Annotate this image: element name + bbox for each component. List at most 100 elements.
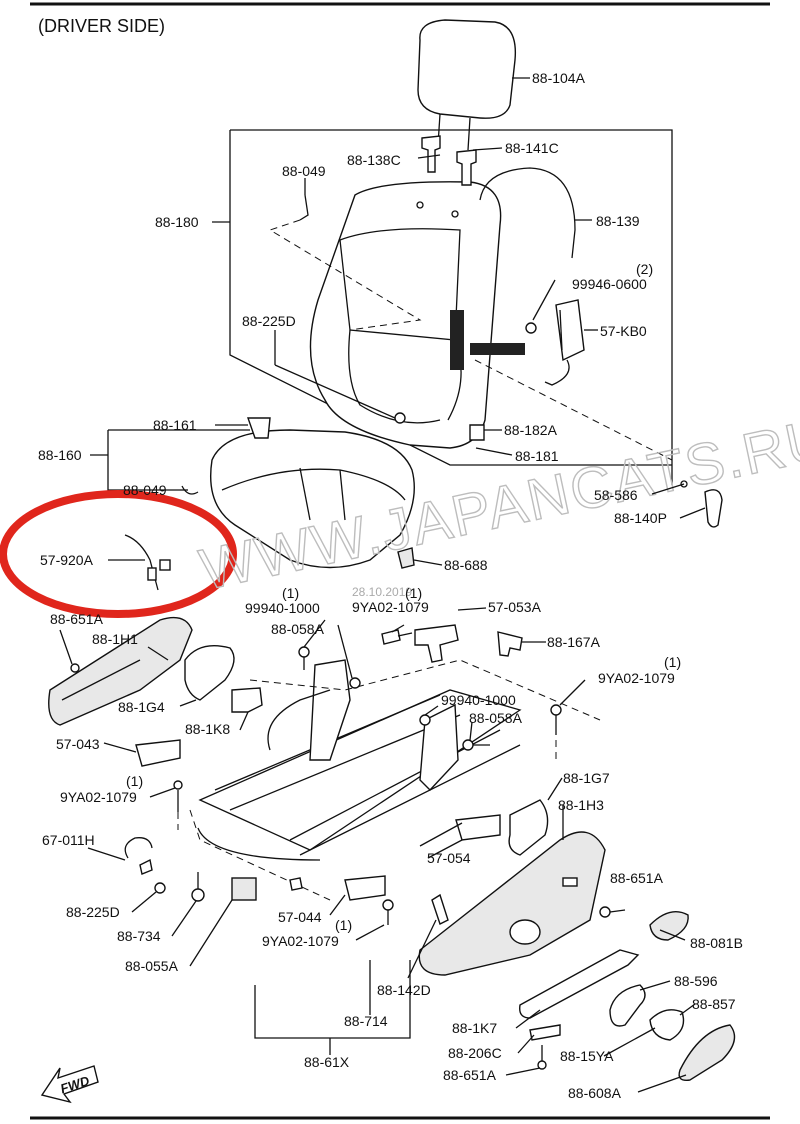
- cover-57-054: [455, 814, 501, 841]
- label-88-058A-a: 88-058A: [271, 621, 325, 637]
- label-88-055A: 88-055A: [125, 958, 179, 974]
- knob-88-15YA: [649, 1009, 685, 1041]
- label-88-608A: 88-608A: [568, 1085, 622, 1101]
- label-88-167A: 88-167A: [547, 634, 601, 650]
- diagram-title: (DRIVER SIDE): [38, 16, 165, 36]
- knob-88-596: [609, 984, 646, 1027]
- fwd-arrow-icon: FWD: [40, 1065, 99, 1104]
- bolt-88-734: [191, 888, 205, 902]
- screw-88-225D-b: [154, 882, 166, 894]
- label-88-161: 88-161: [153, 417, 197, 433]
- seatback-group-line: [230, 129, 673, 485]
- leader-lines: [59, 147, 706, 1093]
- label-88-160: 88-160: [38, 447, 82, 463]
- seat-cushion: [210, 429, 415, 569]
- bolt-9YA02-d: [382, 899, 394, 911]
- label-88-139: 88-139: [596, 213, 640, 229]
- bolt-9YA02-a: [381, 629, 401, 645]
- label-9YA02-qty-b: (1): [664, 654, 681, 670]
- bracket-88-167A: [497, 631, 523, 657]
- bracket-88-161: [247, 417, 271, 439]
- label-9YA02-1079-a: 9YA02-1079: [352, 599, 429, 615]
- label-88-206C: 88-206C: [448, 1045, 502, 1061]
- label-88-857: 88-857: [692, 996, 736, 1012]
- bolt-88-058A-b: [462, 739, 474, 751]
- cover-88-1G4: [184, 645, 235, 701]
- airbag-harness: [470, 343, 525, 355]
- label-99940-1000-a: 99940-1000: [245, 600, 320, 616]
- side-trim-88-1H3: [418, 831, 606, 976]
- cover-57-043: [135, 739, 181, 767]
- bracket-88-182A: [469, 424, 485, 441]
- label-99940-qty-a: (1): [282, 585, 299, 601]
- label-88-049-b: 88-049: [123, 482, 167, 498]
- clip-88-049-cushion: [181, 485, 199, 495]
- label-88-049-a: 88-049: [282, 163, 326, 179]
- label-88-651A-top: 88-651A: [50, 611, 104, 627]
- label-9YA02-1079-d: 9YA02-1079: [262, 933, 339, 949]
- bolt-9YA02-b: [550, 704, 562, 716]
- label-9YA02-qty-d: (1): [335, 917, 352, 933]
- label-88-1G7: 88-1G7: [563, 770, 610, 786]
- lever-88-1K7: [519, 949, 640, 1019]
- clip-67-011H: [124, 837, 153, 859]
- label-57-054: 57-054: [427, 850, 471, 866]
- side-airbag-module: [525, 299, 585, 386]
- label-88-688: 88-688: [444, 557, 488, 573]
- headrest-guides: [421, 135, 477, 186]
- clip-88-049: [299, 194, 309, 221]
- label-88-1H3: 88-1H3: [558, 797, 604, 813]
- label-57-043: 57-043: [56, 736, 100, 752]
- label-88-734: 88-734: [117, 928, 161, 944]
- label-88-225D: 88-225D: [242, 313, 296, 329]
- label-88-714: 88-714: [344, 1013, 388, 1029]
- label-88-225D-b: 88-225D: [66, 904, 120, 920]
- cover-57-053A: [414, 624, 459, 663]
- label-88-142D: 88-142D: [377, 982, 431, 998]
- label-9YA02-qty-a: (1): [405, 585, 422, 601]
- knob-88-140P: [704, 489, 723, 528]
- label-88-180: 88-180: [155, 214, 199, 230]
- highlight-circle: [0, 490, 237, 618]
- label-9YA02-qty-c: (1): [126, 773, 143, 789]
- brace-88-160: [107, 430, 180, 491]
- handle-88-608A: [678, 1024, 736, 1081]
- cover-88-1K8: [231, 687, 263, 713]
- bolt-9YA02-c: [173, 780, 183, 790]
- bracket-88-714: [289, 877, 303, 891]
- label-88-651A: 88-651A: [610, 870, 664, 886]
- label-57-920A: 57-920A: [40, 552, 94, 568]
- label-88-104A: 88-104A: [532, 70, 586, 86]
- cover-57-044: [344, 875, 386, 901]
- label-88-140P: 88-140P: [614, 510, 667, 526]
- label-88-182A: 88-182A: [504, 422, 558, 438]
- group-88-61X: [254, 960, 411, 1039]
- label-9YA02-1079-c: 9YA02-1079: [60, 789, 137, 805]
- bolt-88-651A-top: [70, 663, 80, 673]
- screw-88-225D: [394, 412, 406, 424]
- label-67-011H: 67-011H: [42, 832, 95, 848]
- label-88-61X: 88-61X: [304, 1054, 350, 1070]
- callout-labels: 88-104A 88-138C 88-141C 88-049 88-180 88…: [38, 70, 743, 1101]
- dash-frame-2: [189, 809, 331, 901]
- dash-frame-1: [249, 659, 601, 721]
- label-88-1G4: 88-1G4: [118, 699, 165, 715]
- dash-88-049: [268, 219, 422, 331]
- label-99946-qty: (2): [636, 261, 653, 277]
- wire-88-139: [479, 167, 576, 259]
- label-88-596: 88-596: [674, 973, 718, 989]
- label-57-KB0: 57-KB0: [600, 323, 647, 339]
- seat-back: [309, 181, 502, 449]
- seat-frame: [197, 659, 522, 861]
- cover-88-055A: [231, 877, 257, 901]
- label-88-1H1: 88-1H1: [92, 631, 138, 647]
- label-9YA02-1079-b: 9YA02-1079: [598, 670, 675, 686]
- clip-88-688: [397, 547, 415, 569]
- label-88-141C: 88-141C: [505, 140, 559, 156]
- nut-99940-b: [419, 714, 431, 726]
- label-88-081B: 88-081B: [690, 935, 743, 951]
- label-88-1K8: 88-1K8: [185, 721, 230, 737]
- label-99946-0600: 99946-0600: [572, 276, 647, 292]
- cover-88-1G7: [508, 799, 549, 856]
